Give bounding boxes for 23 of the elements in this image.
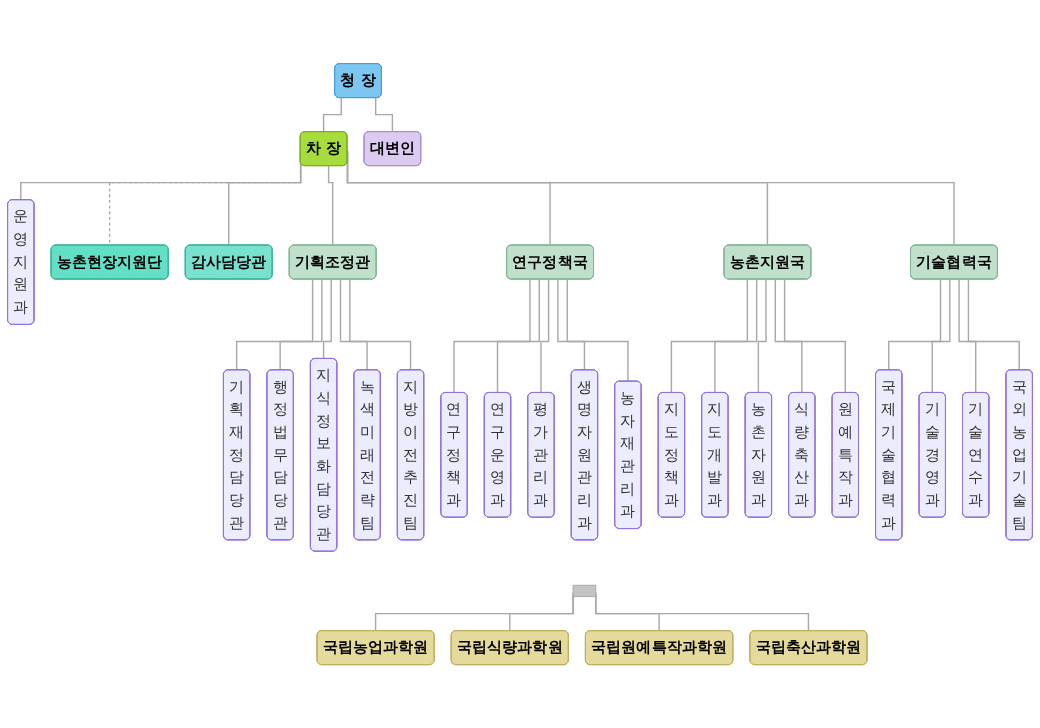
connector: [339, 278, 369, 371]
node-bar: [572, 584, 597, 597]
connector: [235, 278, 314, 371]
connector: [774, 278, 803, 394]
connector: [557, 278, 586, 371]
connector: [931, 278, 951, 394]
connector: [496, 278, 540, 394]
connector: [322, 97, 342, 133]
connector: [540, 278, 550, 394]
connector: [374, 97, 394, 133]
connector: [670, 278, 749, 394]
connector: [595, 591, 810, 632]
connector: [322, 278, 332, 360]
connector: [453, 278, 531, 394]
connector: [757, 278, 767, 394]
connector: [279, 278, 323, 371]
connector: [888, 278, 942, 371]
connector: [349, 278, 412, 371]
connector: [714, 278, 758, 394]
connector: [783, 278, 847, 394]
connector: [967, 278, 1021, 371]
connector: [958, 278, 977, 394]
connector: [566, 278, 630, 383]
